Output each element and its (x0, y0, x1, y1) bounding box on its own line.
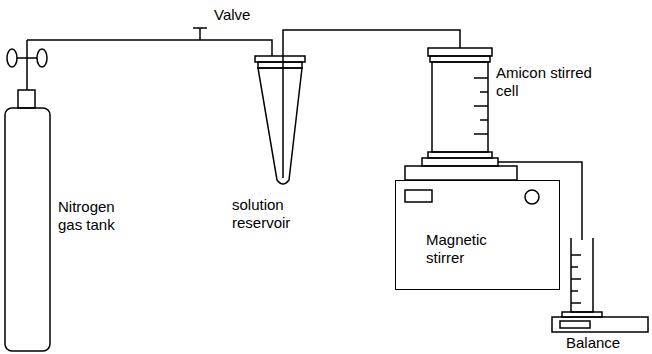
cell-body (432, 62, 488, 152)
permeate-tube (498, 162, 582, 240)
handle-wheel (7, 49, 17, 67)
feed-tube (283, 30, 460, 178)
reservoir-lid (258, 62, 302, 68)
graduation (474, 105, 488, 107)
graduation (474, 133, 488, 135)
box-label: Magnetic stirrer (426, 231, 506, 267)
graduation (480, 119, 488, 121)
handle-wheel (37, 49, 47, 67)
valve-stem (199, 28, 201, 40)
tank-neck (18, 90, 35, 108)
cell-base (428, 152, 492, 158)
graduation (571, 290, 578, 292)
graduation (480, 91, 488, 93)
part-label: Nitrogen gas tank (58, 198, 130, 234)
tank-handle (17, 57, 37, 59)
balance-body (552, 317, 648, 332)
stirrer-plate (405, 166, 517, 180)
graduation (571, 278, 581, 280)
balance-display (560, 321, 590, 328)
gas-tank (5, 108, 50, 351)
graduation (571, 302, 581, 304)
gas-tube (27, 40, 272, 56)
graduation (571, 266, 578, 268)
tank-stem (26, 40, 28, 90)
part-label: solution reservoir (232, 196, 312, 232)
part-label: Valve (214, 6, 274, 24)
stirrer-box: Magnetic stirrer (395, 180, 560, 290)
graduation (474, 77, 488, 79)
part-label: Amicon stirred cell (496, 64, 614, 100)
graduated-cylinder (571, 238, 593, 312)
graduation (571, 254, 581, 256)
stirrer-knob (525, 190, 539, 204)
reservoir-cone (258, 68, 302, 184)
part-label: Balance (566, 334, 636, 352)
valve-handle (193, 27, 207, 29)
stirrer-display (405, 190, 432, 202)
cell-cap (430, 56, 490, 62)
cell-cap (428, 48, 492, 56)
reservoir-lid (255, 56, 305, 62)
cell-base (422, 158, 498, 166)
